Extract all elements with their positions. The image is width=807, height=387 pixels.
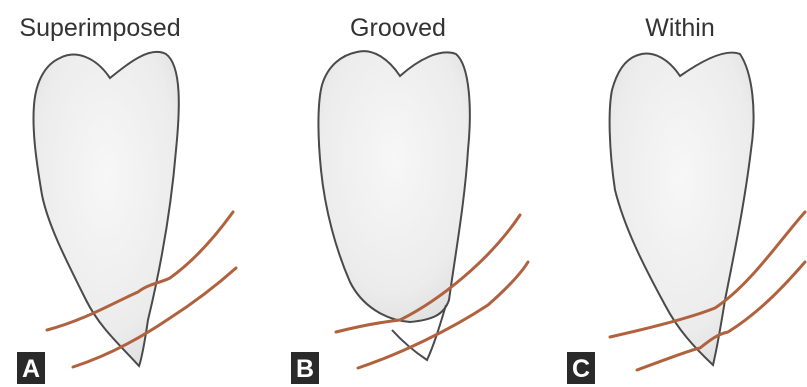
panel-within: Within C [567,14,805,384]
panel-label-b: B [296,355,314,383]
tooth-outline [318,51,469,322]
panel-label-c: C [572,355,590,383]
panel-title-within: Within [645,14,714,42]
panel-grooved: Grooved B [291,14,528,384]
panel-title-grooved: Grooved [350,14,446,42]
panel-label-a: A [22,355,40,383]
panel-superimposed: Superimposed A [17,14,236,384]
tooth-outline [33,52,178,366]
panel-title-superimposed: Superimposed [19,14,180,42]
